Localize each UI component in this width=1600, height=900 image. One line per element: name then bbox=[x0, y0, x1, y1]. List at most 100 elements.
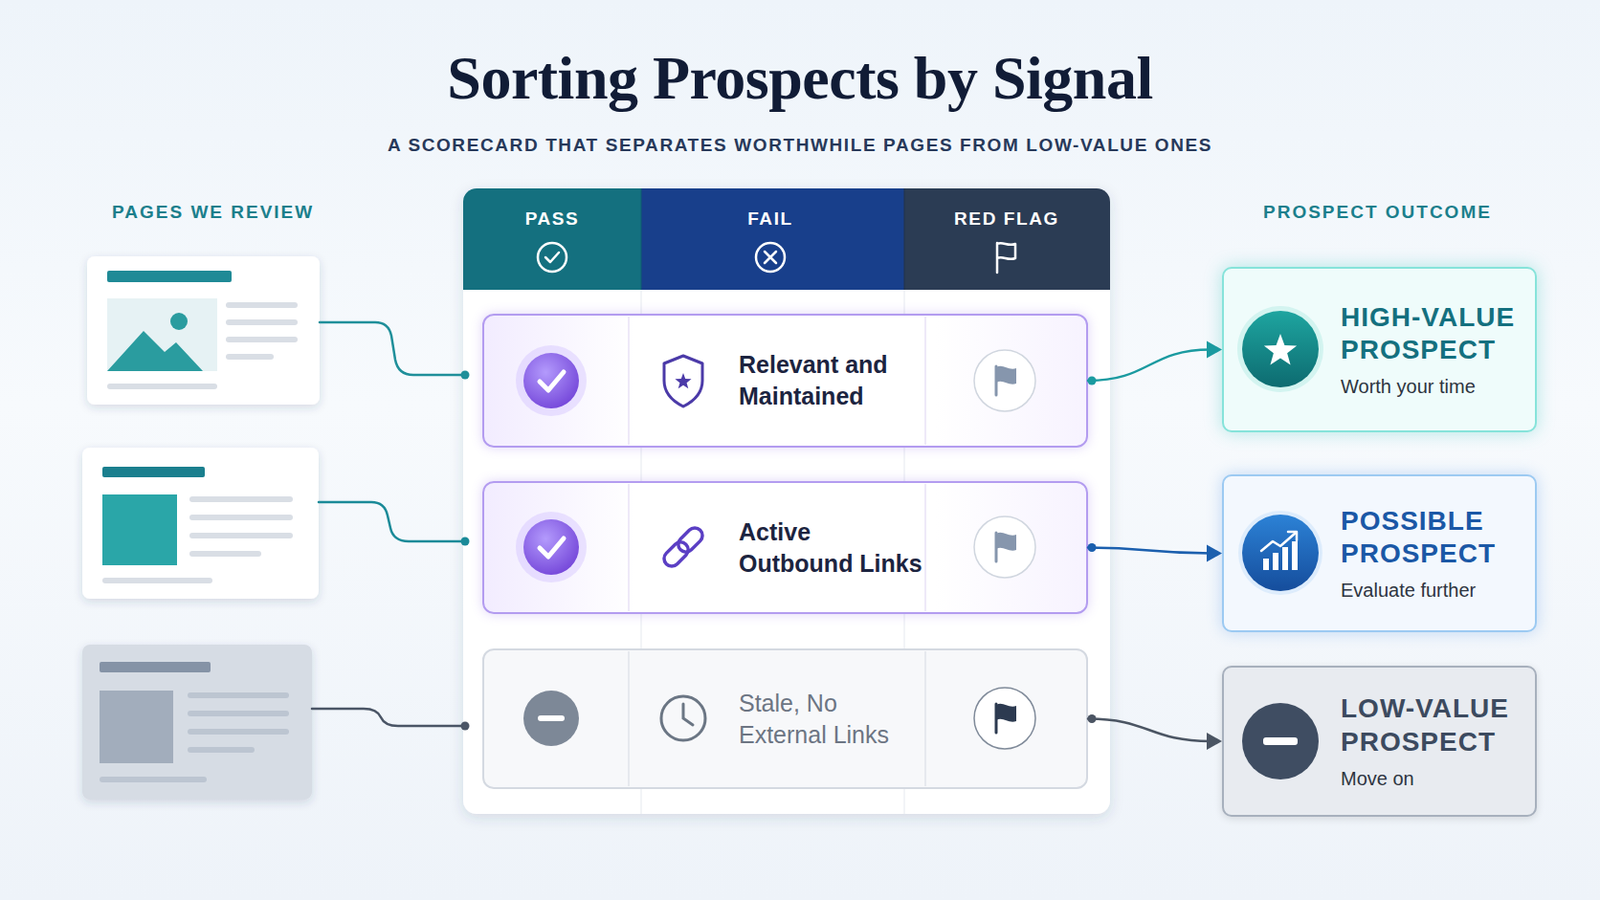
node-heading: Stale, No External Links bbox=[738, 688, 926, 752]
outcome-connector bbox=[1088, 714, 1223, 751]
outcome-icon-part bbox=[1261, 533, 1296, 552]
outcome-connector bbox=[1088, 341, 1223, 386]
node-heading: HIGH-VALUE PROSPECT bbox=[1340, 301, 1533, 367]
link-icon-part bbox=[675, 525, 707, 556]
subtitle: A SCORECARD THAT SEPARATES WORTHWHILE PA… bbox=[273, 134, 1327, 156]
table-card-part-part bbox=[904, 188, 906, 290]
page-thumbnail-part bbox=[225, 336, 298, 343]
page-thumbnail-part bbox=[170, 312, 188, 331]
page-thumbnail-part bbox=[225, 302, 298, 309]
outcome-icon-part bbox=[1242, 514, 1319, 592]
page-thumbnail-part bbox=[225, 319, 298, 326]
page-thumbnail-part bbox=[99, 777, 207, 783]
page-thumbnail bbox=[82, 447, 319, 600]
red-flag-marker-part-part bbox=[995, 533, 999, 562]
page-thumbnail-part bbox=[189, 514, 293, 521]
red-flag-marker bbox=[974, 350, 1036, 750]
table-card-part-part bbox=[641, 188, 643, 290]
red-flag-marker-part bbox=[996, 533, 1017, 562]
node-body: Move on bbox=[1340, 768, 1533, 791]
row-divider-part bbox=[924, 316, 927, 445]
pass-check-part bbox=[523, 353, 579, 409]
header-icon-part bbox=[755, 243, 785, 272]
node-body: Evaluate further bbox=[1340, 579, 1533, 602]
leader-line-part bbox=[311, 709, 466, 727]
header-icon-part bbox=[545, 252, 559, 263]
header-icon bbox=[537, 243, 1016, 273]
shield-icon-part bbox=[664, 355, 703, 407]
page-thumbnail-part bbox=[189, 496, 293, 503]
red-flag-marker-part bbox=[974, 350, 1036, 412]
row-divider-part bbox=[627, 651, 630, 787]
red-flag-marker-part-part bbox=[996, 533, 1017, 552]
column-heading: PROSPECT OUTCOME bbox=[1263, 201, 1532, 223]
red-flag-marker-part bbox=[974, 688, 1036, 750]
outcome-icon bbox=[1237, 306, 1324, 780]
table-card-part-part bbox=[641, 188, 905, 290]
page-thumbnail-part bbox=[107, 383, 218, 390]
node-body: Worth your time bbox=[1340, 376, 1533, 399]
criterion-row: Stale, No External Links bbox=[482, 648, 1089, 790]
table-card-part bbox=[463, 188, 1111, 815]
neutral-minus-part bbox=[537, 715, 565, 722]
page-thumbnail-part bbox=[189, 533, 293, 539]
page-thumbnail-part bbox=[99, 662, 211, 673]
node-heading: Active Outbound Links bbox=[738, 516, 926, 580]
connector-dot bbox=[1088, 543, 1097, 553]
pass-check-part bbox=[515, 511, 587, 583]
link-icon-part bbox=[661, 539, 692, 571]
page-thumbnail-part bbox=[99, 690, 174, 764]
shield-icon-part bbox=[674, 373, 691, 389]
leader-line-part bbox=[461, 537, 470, 547]
page-thumbnail-part bbox=[107, 270, 232, 283]
outcome-icon-part bbox=[1242, 703, 1319, 780]
node-heading: LOW-VALUE PROSPECT bbox=[1340, 692, 1533, 758]
outcome-icon-part bbox=[1263, 558, 1269, 571]
header-icon-part bbox=[537, 243, 567, 272]
page-thumbnail bbox=[82, 644, 312, 800]
page-thumbnail-part bbox=[102, 466, 205, 478]
neutral-minus bbox=[523, 690, 579, 747]
table-header: PASS bbox=[466, 208, 639, 230]
red-flag-marker-part bbox=[996, 366, 1017, 396]
leader-line-part bbox=[318, 502, 466, 542]
leader-line bbox=[311, 322, 470, 732]
leader-line-part bbox=[461, 722, 470, 732]
outcome-box: HIGH-VALUE PROSPECT Worth your time bbox=[1222, 266, 1537, 433]
page-thumbnail-part bbox=[82, 447, 319, 600]
outcome-icon-part bbox=[1238, 511, 1323, 596]
pass-check bbox=[515, 345, 587, 583]
arrow-head bbox=[1206, 733, 1223, 751]
page-thumbnail-part bbox=[102, 494, 178, 566]
row-divider-part bbox=[924, 651, 927, 787]
arrow-head bbox=[1206, 341, 1223, 359]
pass-check-part bbox=[515, 345, 587, 417]
connector-dot bbox=[1088, 377, 1097, 386]
clock-icon-part bbox=[683, 704, 693, 726]
connector-dot bbox=[1088, 714, 1097, 724]
link-icon bbox=[661, 525, 707, 571]
row-divider bbox=[628, 316, 926, 787]
row-divider-part bbox=[924, 484, 927, 612]
leader-line-part bbox=[461, 371, 470, 380]
neutral-minus-part bbox=[523, 690, 579, 747]
outcome-icon-part bbox=[1263, 737, 1298, 746]
header-icon-part bbox=[997, 243, 1016, 273]
arrow-head bbox=[1206, 545, 1223, 563]
outcome-icon-part bbox=[1272, 553, 1279, 571]
table-header: FAIL bbox=[684, 208, 857, 230]
outcome-box: LOW-VALUE PROSPECT Move on bbox=[1222, 666, 1537, 818]
page-thumbnail-part bbox=[87, 256, 320, 405]
diagram-title: Sorting Prospects by Signal bbox=[225, 42, 1375, 116]
outcome-icon-part bbox=[1291, 541, 1298, 571]
clock-icon bbox=[661, 696, 706, 741]
red-flag-marker-part bbox=[996, 704, 1017, 734]
connector-line bbox=[1088, 719, 1211, 743]
page-thumbnail-part bbox=[187, 711, 289, 717]
page-thumbnail-part bbox=[107, 298, 218, 372]
leader-line-part bbox=[319, 322, 466, 376]
criterion-row: Active Outbound Links bbox=[482, 481, 1089, 615]
page-thumbnail-part bbox=[187, 692, 289, 699]
page-thumbnail-part bbox=[102, 577, 213, 584]
